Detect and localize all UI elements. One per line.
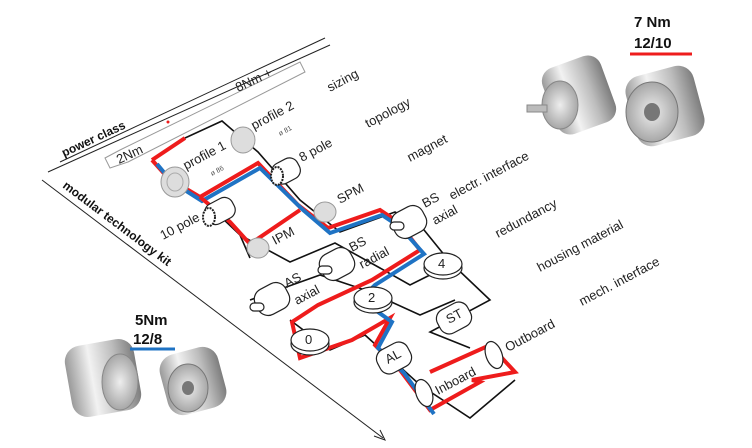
small-variant-config: 12/8 (133, 331, 162, 348)
spm-label: SPM (334, 180, 366, 206)
bs-axial-label: BS (419, 189, 442, 211)
large-variant-config: 12/10 (634, 35, 672, 52)
large-variant-torque: 7 Nm (634, 14, 671, 31)
category-electr-interface: electr. interface (446, 148, 531, 203)
st-label: ST (443, 306, 465, 327)
inboard-flange-icon (414, 378, 434, 408)
redundancy-4-disc (423, 252, 463, 280)
10-pole-label: 10 pole (157, 209, 202, 242)
profile2-gear-icon (230, 126, 256, 154)
category-redundancy: redundancy (492, 195, 559, 240)
component-nodes: profile 1 ø 86 profile 2 ø 81 8 pole 10 … (157, 98, 557, 408)
category-housing-material: housing material (534, 217, 625, 275)
8-pole-label: 8 pole (296, 135, 334, 165)
ipm-magnet-icon (246, 237, 270, 259)
low-power-label: 2Nm (114, 142, 145, 167)
al-label: AL (382, 346, 403, 367)
al-housing-icon (375, 341, 413, 375)
profile1-gear-icon (160, 166, 190, 198)
modular-kit-label: modular technology kit (60, 178, 174, 269)
small-variant-torque: 5Nm (135, 312, 168, 329)
redundancy-4-label: 4 (438, 256, 445, 271)
category-magnet: magnet (404, 131, 450, 165)
redundancy-2-label: 2 (368, 290, 375, 305)
redundancy-0-label: 0 (305, 332, 312, 347)
st-housing-icon (435, 301, 473, 335)
outboard-label: Outboard (502, 316, 557, 355)
category-sizing: sizing (324, 66, 360, 95)
bs-radial-label: BS (346, 233, 369, 255)
as-axial-label: AS (281, 269, 304, 291)
small-motor-photo (64, 339, 227, 417)
8-pole-rotor-icon (270, 157, 301, 186)
as-axial-sensor-icon (249, 281, 291, 317)
category-topology: topology (362, 94, 413, 131)
redundancy-0-disc (290, 328, 330, 356)
profile2-dim: ø 81 (278, 125, 294, 138)
10-pole-rotor-icon (202, 196, 236, 227)
bs-axial-sensor-icon (389, 204, 428, 240)
spm-magnet-icon (313, 201, 337, 223)
redundancy-2-disc (353, 286, 393, 314)
outboard-flange-icon (484, 340, 504, 370)
profile1-dim: ø 86 (210, 165, 226, 178)
connection-paths (150, 120, 519, 419)
category-mech-interface: mech. interface (576, 254, 662, 309)
large-motor-photo (526, 55, 705, 147)
bs-radial-sensor-icon (317, 246, 356, 282)
